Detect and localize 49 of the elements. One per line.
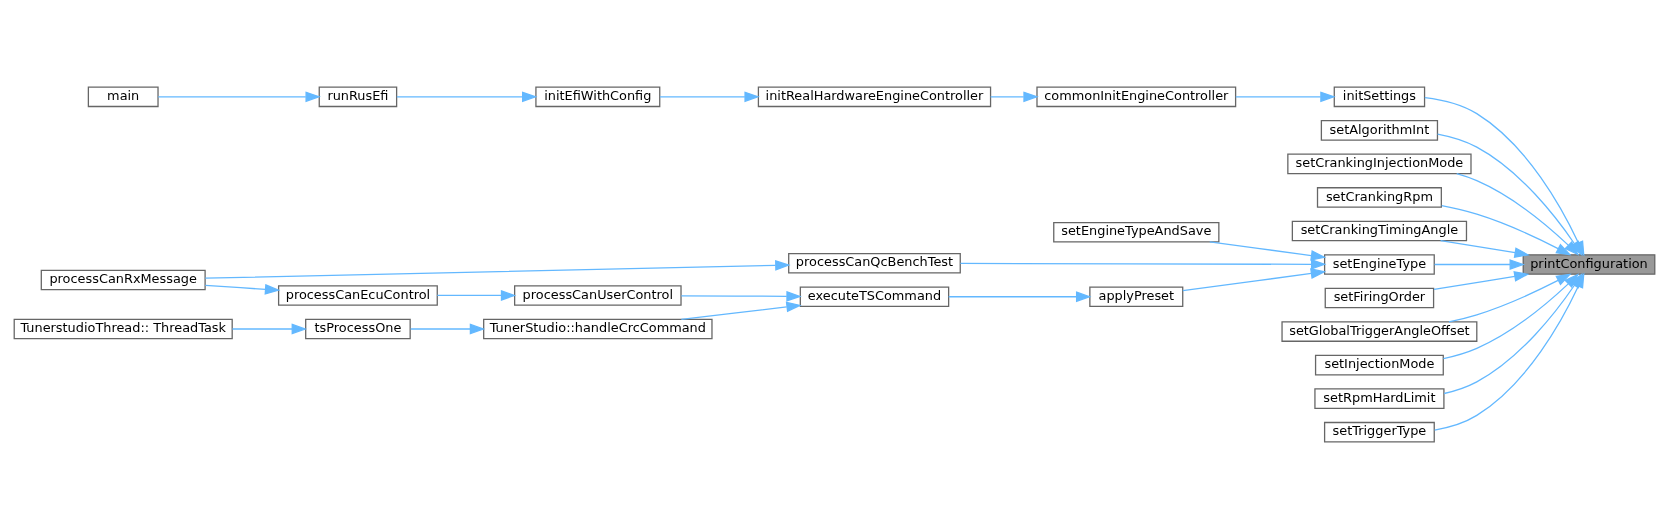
- arrow: [396, 91, 538, 103]
- arrow: [948, 291, 1092, 303]
- node-box: processCanEcuControl: [277, 285, 438, 306]
- arrow: [436, 290, 517, 301]
- node-box: applyPreset: [1089, 286, 1184, 308]
- arrow: [659, 91, 760, 103]
- node-box: setGlobalTriggerAngleOffset: [1281, 321, 1478, 342]
- node-box: setFiringOrder: [1324, 287, 1435, 309]
- arrow: [680, 301, 802, 320]
- arrow: [157, 91, 321, 103]
- node-box: processCanRxMessage: [40, 269, 206, 291]
- node-box: TunerstudioThread:: ThreadTask: [13, 318, 233, 340]
- arrow: [231, 323, 308, 335]
- node-box: commonInitEngineController: [1036, 86, 1237, 108]
- arrow: [1456, 173, 1580, 256]
- node-box: setEngineTypeAndSave: [1053, 221, 1220, 243]
- arrow: [1182, 268, 1327, 292]
- node-box: initSettings: [1333, 86, 1426, 108]
- node-box: printConfiguration: [1522, 254, 1656, 275]
- arrow: [959, 258, 1327, 270]
- arrow: [1209, 241, 1327, 261]
- arrow: [1439, 240, 1530, 258]
- node-box: tsProcessOne: [305, 318, 411, 340]
- node-box: setRpmHardLimit: [1314, 388, 1445, 409]
- node-box: processCanUserControl: [514, 285, 682, 306]
- node-box: setInjectionMode: [1314, 354, 1444, 376]
- node-box: main: [87, 86, 159, 108]
- arrow: [680, 290, 802, 302]
- node-box: runRusEfi: [318, 86, 398, 108]
- arrow: [989, 91, 1039, 103]
- node-box: initEfiWithConfig: [535, 86, 661, 108]
- node-box: setCrankingRpm: [1316, 187, 1442, 208]
- node-box: processCanQcBenchTest: [788, 252, 961, 274]
- arrow: [1448, 273, 1572, 323]
- node-box: setCrankingTimingAngle: [1291, 220, 1468, 242]
- node-box: setTriggerType: [1323, 421, 1435, 443]
- node-box: TunerStudio::handleCrcCommand: [483, 318, 713, 340]
- arrow: [1433, 259, 1526, 270]
- node-box: setEngineType: [1323, 254, 1435, 275]
- node-box: executeTSCommand: [799, 286, 950, 308]
- node-box: setCrankingInjectionMode: [1287, 153, 1472, 175]
- arrow: [1433, 271, 1530, 291]
- node-box: initRealHardwareEngineController: [757, 86, 992, 108]
- arrow: [204, 260, 791, 279]
- arrow: [1235, 91, 1336, 103]
- arrow: [204, 283, 281, 295]
- arrow: [410, 323, 486, 335]
- node-box: setAlgorithmInt: [1320, 120, 1439, 141]
- arrow: [1441, 205, 1572, 256]
